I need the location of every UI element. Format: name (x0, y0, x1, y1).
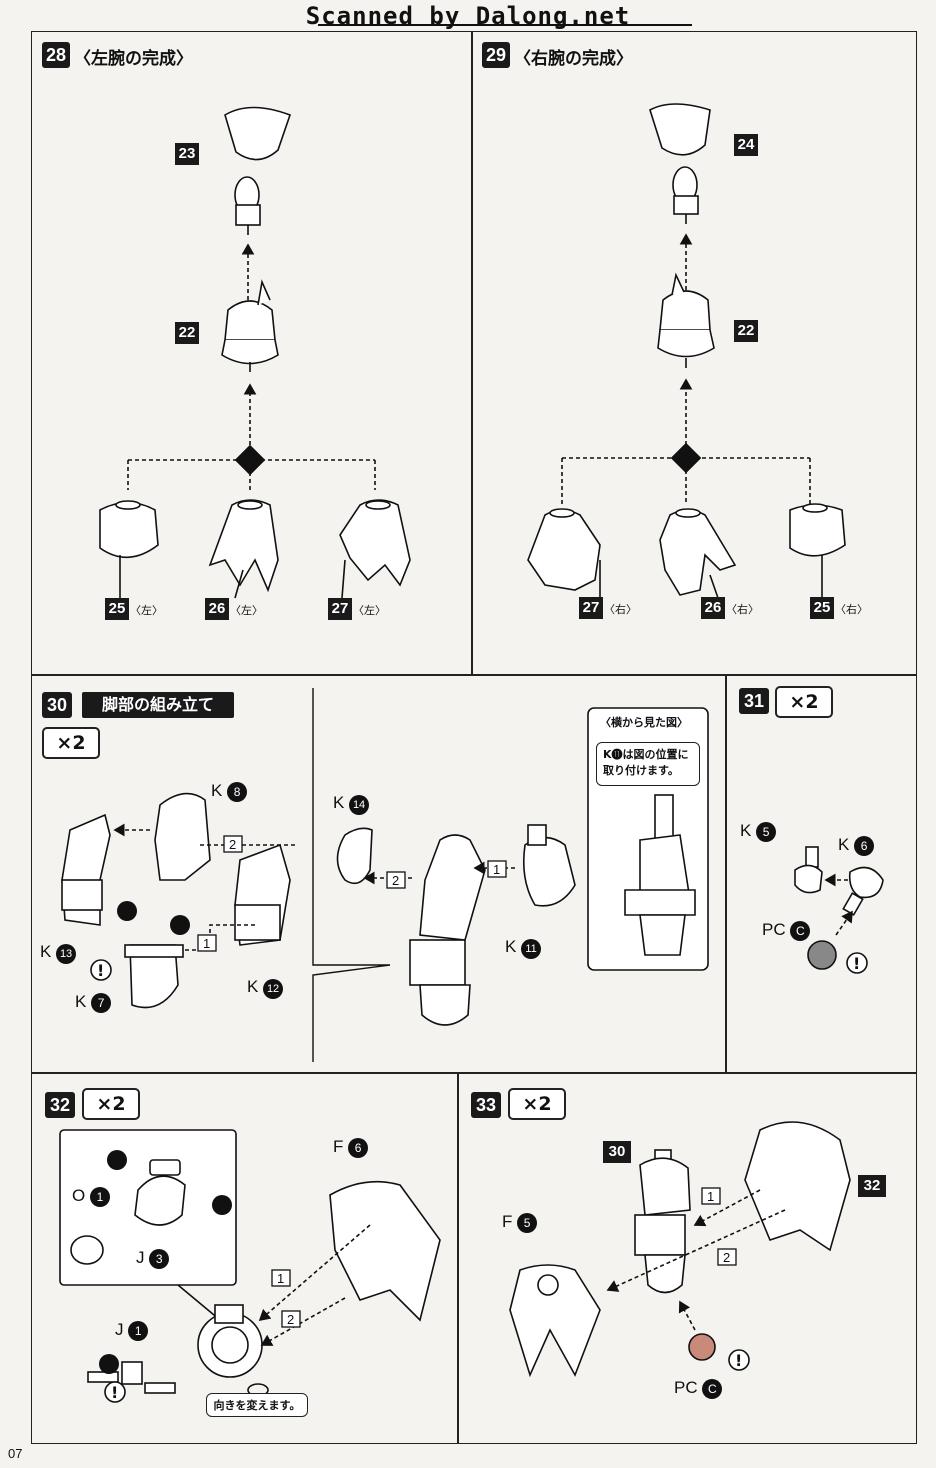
page-number: 07 (8, 1446, 23, 1461)
step30-label-k11: K 11 (505, 937, 542, 959)
step28-number: 28 (42, 42, 70, 68)
panel-step28 (31, 31, 473, 676)
assembly-step-boxes: 2 1 2 1 1 2 1 2 (197, 835, 737, 1328)
step31-number: 31 (739, 688, 769, 714)
step30-label-k8: K 8 (211, 781, 248, 802)
step32-label-f6: F 6 (333, 1137, 369, 1158)
step29-part-24: 24 (734, 134, 758, 156)
step28-hand-2-side: 〈左〉 (230, 604, 263, 617)
step29-hand-2-num: 26 (701, 597, 725, 619)
step29-hand-2-side: 〈右〉 (726, 603, 759, 616)
svg-text:2: 2 (723, 1250, 730, 1265)
svg-text:2: 2 (392, 873, 399, 888)
step28-hand-1-side: 〈左〉 (130, 604, 163, 617)
step30-k14-part (336, 827, 373, 885)
step31-label-pcc: PC C (762, 920, 811, 941)
panel-step29 (471, 31, 917, 676)
step28-hand-grip (339, 499, 411, 587)
svg-text:!: ! (853, 954, 860, 973)
step30-k12-part (234, 843, 291, 946)
step28-hand-3-side: 〈左〉 (353, 604, 386, 617)
step28-hand-fist (99, 500, 159, 559)
step28-part-23: 23 (175, 143, 199, 165)
step33-32-shell (744, 1121, 851, 1252)
step30-title: 脚部の組み立て (82, 692, 234, 718)
step28-hand-3-num: 27 (328, 598, 352, 620)
step31-label-k6: K 6 (838, 835, 875, 856)
svg-text:!: ! (97, 961, 104, 980)
step28-elbow-drawing (221, 279, 279, 372)
step30-label-k13: K 13 (40, 942, 77, 964)
step29-hand-open (659, 508, 737, 596)
svg-text:2: 2 (229, 837, 236, 852)
step30-label-k12: K 12 (247, 977, 284, 999)
step28-part-22: 22 (175, 322, 199, 344)
svg-text:1: 1 (493, 862, 500, 877)
step28-upper-arm-drawing (224, 106, 292, 235)
step30-label-k14: K 14 (333, 793, 370, 815)
step30-k8-part (154, 792, 211, 881)
step32-label-j3: J 3 (136, 1248, 170, 1269)
svg-text:!: ! (111, 1383, 118, 1402)
cement-marks (99, 901, 232, 1374)
panel-step31 (725, 674, 917, 1074)
step29-upper-arm-drawing (649, 103, 711, 224)
step33-multiplier: ×2 (508, 1088, 566, 1120)
step30-multiplier: ×2 (42, 727, 100, 759)
watermark-underline (318, 24, 692, 26)
step32-note: 向きを変えます。 (206, 1393, 308, 1417)
step33-label-pcc: PC C (674, 1378, 723, 1399)
step30-side-view-title: 〈横から見た図〉 (600, 716, 688, 729)
step30-thigh-assembly (409, 834, 486, 1026)
svg-text:1: 1 (707, 1189, 714, 1204)
step32-label-o1: O 1 (72, 1186, 110, 1207)
step28-title: 〈左腕の完成〉 (74, 49, 193, 69)
step30-number: 30 (42, 692, 72, 718)
step29-hand-grip (527, 508, 601, 591)
panel-step30 (31, 674, 727, 1074)
step33-number: 33 (471, 1092, 501, 1118)
step29-title: 〈右腕の完成〉 (514, 49, 633, 69)
step31-multiplier: ×2 (775, 686, 833, 718)
step32-number: 32 (45, 1092, 75, 1118)
step29-hand-3-num: 25 (810, 597, 834, 619)
step30-k13-part (61, 813, 111, 926)
step29-hand-1-num: 27 (579, 597, 603, 619)
step30-side-view-drawing (624, 794, 696, 956)
step33-label-32: 32 (858, 1175, 886, 1197)
step29-number: 29 (482, 42, 510, 68)
step28-hand-1-num: 25 (105, 598, 129, 620)
step28-hand-2-num: 26 (205, 598, 229, 620)
step29-part-22: 22 (734, 320, 758, 342)
step33-label-f5: F 5 (502, 1212, 538, 1233)
step31-k6-part (842, 866, 884, 916)
panel-step33 (457, 1072, 917, 1444)
step30-k7-part (124, 944, 184, 1009)
step30-side-view-note: K⓫は図の位置に取り付けます。 (596, 742, 700, 786)
step29-hand-fist (789, 503, 846, 557)
step33-label-30: 30 (603, 1141, 631, 1163)
step33-f5-part (509, 1264, 601, 1378)
svg-text:2: 2 (287, 1312, 294, 1327)
step30-k11-part (522, 824, 576, 907)
step32-joint-ring (197, 1304, 263, 1378)
step32-label-j1: J 1 (115, 1320, 149, 1341)
step32-multiplier: ×2 (82, 1088, 140, 1120)
step29-elbow-drawing (657, 272, 715, 368)
step29-hand-1-side: 〈右〉 (604, 603, 637, 616)
step31-k5-part (794, 846, 823, 894)
caution-marks: ! ! ! ! (90, 952, 868, 1403)
step29-hand-3-side: 〈右〉 (835, 603, 868, 616)
step28-hand-open (208, 499, 279, 593)
svg-text:1: 1 (203, 936, 210, 951)
step33-leg-assembly (634, 1149, 691, 1294)
panel-step32 (31, 1072, 459, 1444)
step32-detail-drawing (70, 1159, 186, 1265)
step32-f6-shell (329, 1180, 441, 1322)
svg-text:1: 1 (277, 1271, 284, 1286)
step31-label-k5: K 5 (740, 821, 777, 842)
svg-text:!: ! (735, 1351, 742, 1370)
step30-label-k7: K 7 (75, 992, 112, 1013)
